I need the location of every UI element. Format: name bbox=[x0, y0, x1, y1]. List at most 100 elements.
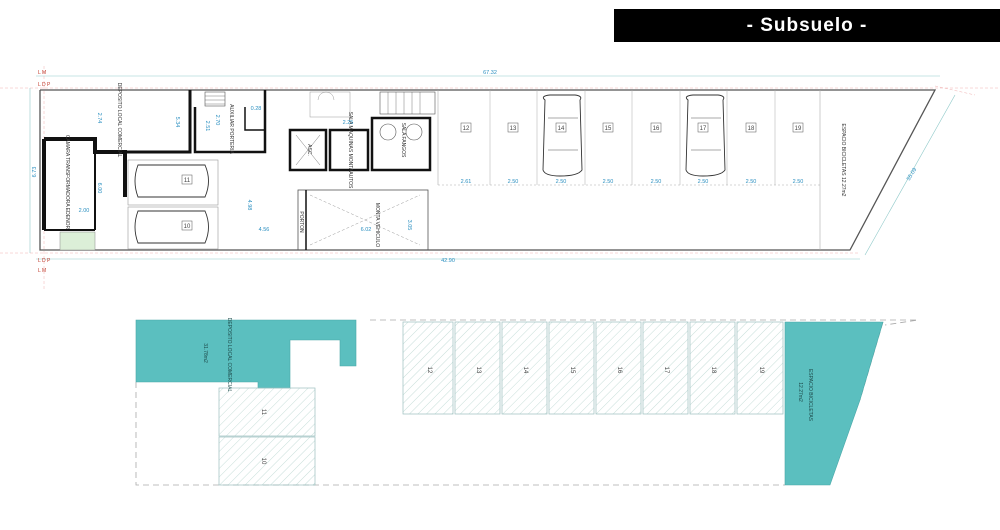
upper-stair bbox=[379, 91, 436, 115]
camara-access bbox=[59, 231, 96, 251]
camara-wall-right bbox=[44, 139, 96, 231]
car-icon bbox=[134, 164, 209, 198]
stall bbox=[548, 321, 595, 415]
bicicletas-zone bbox=[784, 321, 884, 486]
stall-number: 18 bbox=[710, 367, 716, 374]
stall bbox=[689, 321, 736, 415]
stall-width: 2.50 bbox=[793, 179, 804, 185]
bicicletas-zone-label: ESPACIO BICICLETAS bbox=[807, 369, 813, 422]
plan-title-banner: - Subsuelo - bbox=[614, 9, 1000, 42]
stall-number: 12 bbox=[463, 126, 470, 132]
stall bbox=[402, 321, 454, 415]
stall-number: 11 bbox=[260, 409, 266, 416]
stall-number: 13 bbox=[475, 367, 481, 374]
stall-width: 2.50 bbox=[556, 179, 567, 185]
stall-number: 17 bbox=[700, 126, 707, 132]
stall bbox=[642, 321, 689, 415]
stall-width: 2.50 bbox=[746, 179, 757, 185]
dim-225: 2.25 bbox=[343, 120, 354, 126]
ldp-label-bottom: L D P bbox=[38, 258, 51, 264]
left-height-dim: 6.73 bbox=[32, 167, 38, 178]
stall-number: 13 bbox=[510, 126, 517, 132]
stall-number: 17 bbox=[663, 367, 669, 374]
stall-number: 10 bbox=[184, 224, 191, 230]
dim-600: 6.00 bbox=[96, 183, 102, 194]
stall-width: 2.61 bbox=[461, 179, 472, 185]
stall-number: 19 bbox=[758, 367, 764, 374]
stall bbox=[454, 321, 501, 415]
stall-width: 2.50 bbox=[698, 179, 709, 185]
porton-label: PORTON bbox=[298, 211, 304, 233]
lm-label: L M bbox=[38, 70, 46, 76]
stall-number: 11 bbox=[184, 178, 191, 184]
schematic-stalls: 12 13 14 15 16 17 18 19 bbox=[402, 321, 784, 415]
stall-number: 16 bbox=[616, 367, 622, 374]
plan-title: - Subsuelo - bbox=[746, 14, 868, 36]
stall-number-boxes bbox=[460, 122, 804, 133]
dim-534: 5.34 bbox=[174, 117, 180, 128]
stall-number: 18 bbox=[748, 126, 755, 132]
dim-028: 0.28 bbox=[251, 106, 262, 112]
property-line-diagonal bbox=[934, 85, 976, 96]
stall-width: 2.50 bbox=[603, 179, 614, 185]
stall-number: 15 bbox=[605, 126, 612, 132]
stall-number: 19 bbox=[795, 126, 802, 132]
stall-number: 14 bbox=[522, 367, 528, 374]
stall-number: 14 bbox=[558, 126, 565, 132]
deposito-zone-area: 31.78m2 bbox=[202, 343, 208, 363]
auxiliar-label: AUXILIAR PORTERIA bbox=[228, 104, 234, 154]
car-icon bbox=[542, 94, 583, 177]
stall bbox=[501, 321, 548, 415]
diagonal-dimension-line bbox=[864, 94, 956, 256]
bicicletas-zone-area: 12.27m2 bbox=[797, 382, 803, 402]
asc-label: ASC. bbox=[306, 144, 312, 156]
ldp-label: L D P bbox=[38, 82, 51, 88]
stall bbox=[595, 321, 642, 415]
camara-label: CAMARA TRANSFORMADORA EDENOR bbox=[64, 135, 70, 230]
diagonal-dim: 55.09 bbox=[906, 167, 918, 182]
bottom-width-dim: 42.90 bbox=[441, 258, 455, 264]
dim-602: 6.02 bbox=[361, 227, 372, 233]
stall bbox=[218, 387, 316, 437]
fangos-label: SALA FANGOS bbox=[400, 123, 406, 158]
dim-251: 2.51 bbox=[204, 121, 210, 132]
core-rooms bbox=[288, 91, 436, 251]
elevator-shaft bbox=[288, 128, 328, 172]
dim-498: 4.98 bbox=[246, 200, 252, 211]
deposito-wall-top bbox=[125, 90, 192, 154]
left-block-walls bbox=[42, 90, 267, 251]
dim-270: 2.70 bbox=[214, 115, 220, 126]
left-parking-cars: 11 10 bbox=[127, 159, 219, 250]
stall-width: 2.50 bbox=[508, 179, 519, 185]
schematic-left-stalls: 11 10 bbox=[218, 387, 316, 486]
car-icon bbox=[685, 94, 726, 177]
auxiliar-inner-wall bbox=[244, 107, 265, 131]
dim-200: 2.00 bbox=[79, 208, 90, 214]
stall bbox=[736, 321, 784, 415]
stall bbox=[218, 436, 316, 486]
stall-number: 12 bbox=[426, 367, 432, 374]
vehicle-lift-area bbox=[297, 189, 429, 251]
monta-label: MONTA VEHICULO bbox=[374, 203, 380, 247]
stall-10-outline bbox=[127, 206, 219, 250]
deposito-zone-label: DEPOSITO LOCAL COMERCIAL bbox=[226, 318, 232, 393]
schematic-plan: DEPOSITO LOCAL COMERCIAL 31.78m2 12 13 1… bbox=[135, 318, 919, 486]
perimeter-wall bbox=[39, 89, 937, 251]
deposito-label: DEPOSITO LOCAL COMERCIAL bbox=[116, 83, 122, 158]
deposito-wall bbox=[44, 137, 127, 197]
top-parking-stalls: 12 13 14 15 16 17 18 19 2.61 2.50 2.50 2… bbox=[437, 90, 821, 250]
total-width-dim: 67.32 bbox=[483, 70, 497, 76]
auxiliar-walls bbox=[193, 90, 267, 154]
stall-number: 15 bbox=[569, 367, 575, 374]
maquinas-label: SALA MAQUINAS MONTAAUTOS bbox=[347, 112, 353, 189]
stall-width: 2.50 bbox=[651, 179, 662, 185]
stair-block bbox=[204, 91, 226, 107]
dim-305: 3.05 bbox=[406, 220, 412, 231]
schematic-outline bbox=[135, 382, 785, 486]
detailed-plan: 11 10 bbox=[0, 66, 1000, 290]
dim-274: 2.74 bbox=[96, 113, 102, 124]
schematic-outline-top bbox=[370, 319, 919, 326]
lm-label-bottom: L M bbox=[38, 268, 46, 274]
bicicletas-label: ESPACIO BICICLETAS 12.27m2 bbox=[840, 124, 846, 197]
